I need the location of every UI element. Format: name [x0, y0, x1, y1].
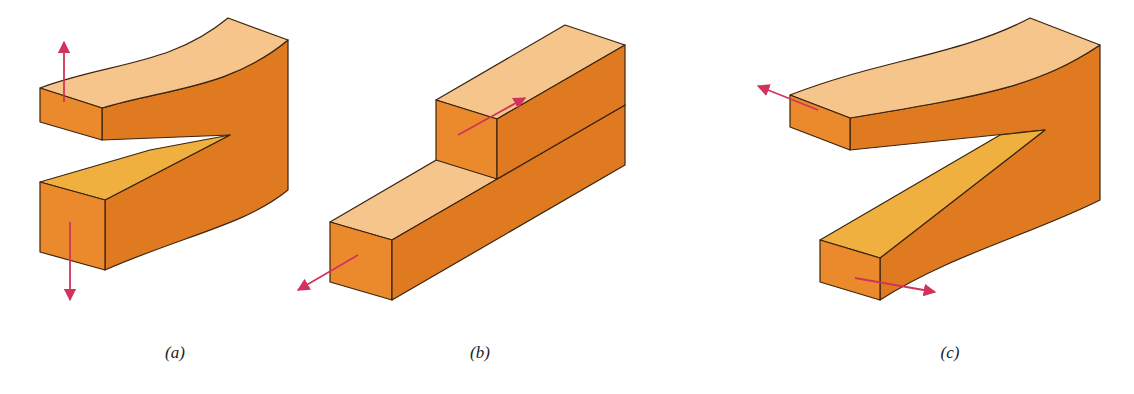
upper-side-face — [497, 45, 625, 179]
block-top-face — [40, 18, 288, 108]
lower-end-face — [330, 222, 392, 300]
force-arrow — [855, 278, 935, 292]
figure-label: (c) — [941, 343, 960, 363]
figure-label: (b) — [470, 343, 490, 363]
crack-face — [820, 130, 1045, 258]
force-arrow — [758, 86, 818, 110]
block-top-face — [790, 18, 1100, 118]
mode-a-block — [40, 18, 288, 270]
lower-arm-end — [40, 182, 105, 270]
mode-c-block — [790, 18, 1100, 300]
upper-end-face — [436, 100, 497, 179]
lower-arm-end — [820, 240, 880, 300]
figure-label: (a) — [165, 343, 185, 363]
upper-arm-end — [40, 88, 102, 140]
force-arrow — [298, 255, 358, 290]
force-arrow — [69, 222, 71, 300]
force-arrow — [458, 98, 525, 135]
force-arrow — [63, 42, 65, 102]
mode-b-block — [330, 25, 625, 300]
